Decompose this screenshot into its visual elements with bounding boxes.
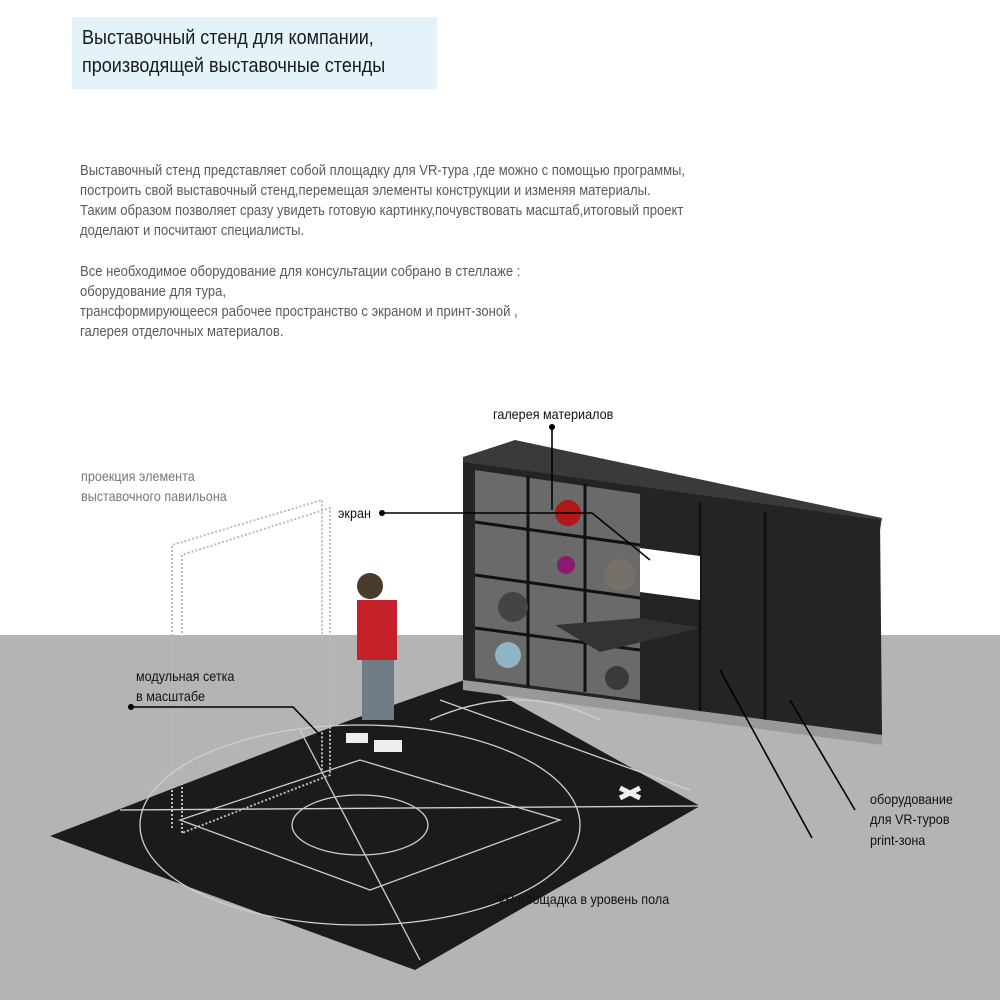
label-equipment-1: оборудование: [870, 791, 953, 807]
pavilion-projection: [171, 498, 331, 834]
leader-lines: [131, 427, 856, 839]
text-line: трансформирующееся рабочее пространство …: [80, 304, 518, 320]
platform-markings: [119, 699, 701, 961]
vr-platform: [50, 678, 700, 970]
label-equipment-2: для VR-туров: [870, 811, 950, 827]
text-line: галерея отделочных материалов.: [80, 324, 284, 340]
label-grid-2: в масштабе: [136, 688, 206, 704]
text-line: Выставочный стенд представляет собой пло…: [80, 163, 686, 179]
material-shelf: [463, 440, 882, 745]
label-print-zone: print-зона: [870, 832, 926, 848]
label-vr-platform: VR площадка в уровень пола: [497, 891, 670, 907]
label-screen: экран: [338, 505, 371, 521]
title-line-1: Выставочный стенд для компании,: [82, 27, 374, 49]
text-line: Таким образом позволяет сразу увидеть го…: [80, 203, 684, 219]
description-paragraph-2: Все необходимое оборудование для консуль…: [80, 262, 569, 342]
title-box: Выставочный стенд для компании, производ…: [72, 17, 437, 89]
text-line: Все необходимое оборудование для консуль…: [80, 264, 521, 280]
text-line: оборудование для тура,: [80, 284, 227, 300]
label-projection-1: проекция элемента: [81, 468, 195, 484]
label-projection-2: выставочного павильона: [81, 488, 227, 504]
label-grid-1: модульная сетка: [136, 668, 235, 684]
text-line: построить свой выставочный стенд,перемещ…: [80, 183, 651, 199]
vr-user: [346, 573, 402, 752]
x-marker: [618, 785, 642, 801]
text-line: доделают и посчитают специалисты.: [80, 223, 305, 239]
description-paragraph-1: Выставочный стенд представляет собой пло…: [80, 161, 752, 241]
title-line-2: производящей выставочные стенды: [82, 55, 386, 77]
label-gallery: галерея материалов: [493, 406, 614, 422]
